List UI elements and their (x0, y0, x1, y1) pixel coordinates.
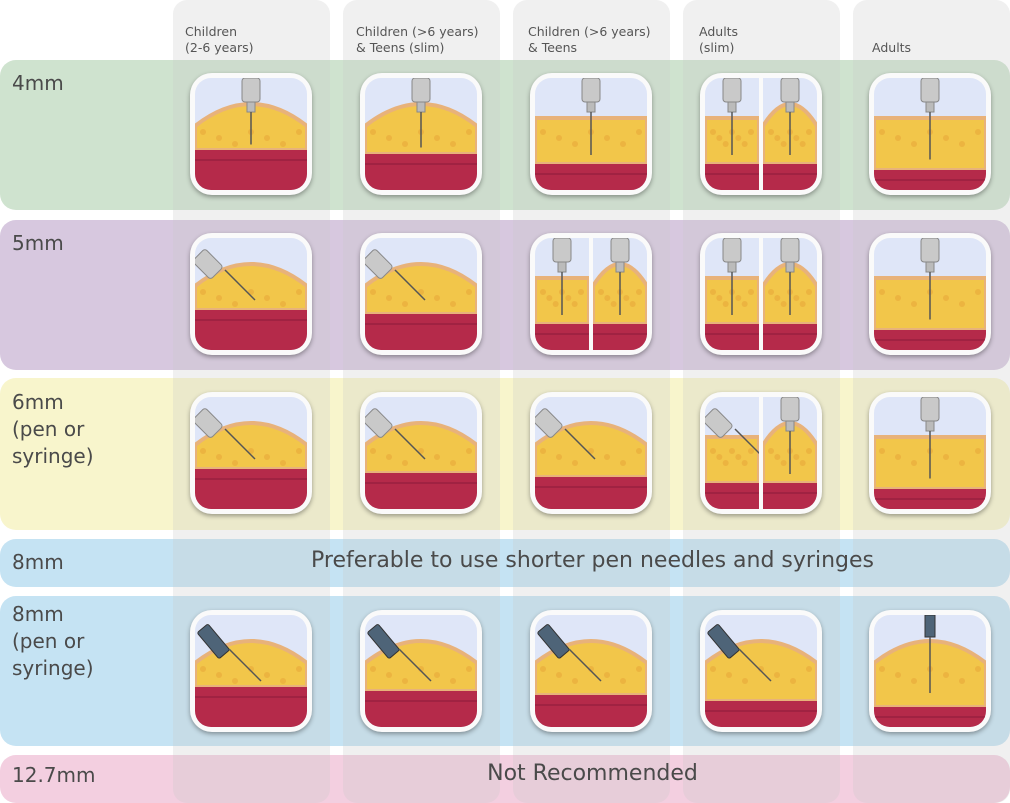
note-not-recommended: Not Recommended (487, 761, 698, 786)
column-header-children-teens-slim: Children (>6 years) & Teens (slim) (356, 24, 479, 55)
skin-layer-diagram (195, 615, 307, 727)
injection-illustration-5mm-col5 (869, 233, 991, 355)
row-band-8mm-note (0, 539, 1010, 587)
column-header-adults: Adults (872, 40, 912, 55)
row-band-12-7mm (0, 755, 1010, 803)
skin-layer-diagram (874, 238, 986, 350)
injection-illustration-5mm-col2 (360, 233, 482, 355)
skin-layer-diagram (874, 615, 986, 727)
skin-layer-diagram (365, 78, 477, 190)
skin-layer-diagram (535, 615, 647, 727)
injection-illustration-6mm-col5 (869, 392, 991, 514)
skin-layer-diagram (705, 397, 817, 509)
skin-layer-diagram (535, 397, 647, 509)
injection-illustration-8mm-col1 (190, 610, 312, 732)
row-band-5mm (0, 220, 1010, 370)
skin-layer-diagram (365, 615, 477, 727)
skin-layer-diagram (874, 397, 986, 509)
injection-illustration-8mm-col2 (360, 610, 482, 732)
column-header-children-2-6: Children (2-6 years) (185, 24, 254, 55)
injection-illustration-8mm-col5 (869, 610, 991, 732)
row-label-6mm: 6mm (pen or syringe) (12, 390, 94, 468)
row-band-6mm (0, 378, 1010, 530)
injection-illustration-8mm-col4 (700, 610, 822, 732)
row-band-4mm (0, 60, 1010, 210)
injection-illustration-4mm-col5 (869, 73, 991, 195)
skin-layer-diagram (365, 397, 477, 509)
injection-illustration-4mm-col1 (190, 73, 312, 195)
skin-layer-diagram (705, 615, 817, 727)
injection-illustration-6mm-col4 (700, 392, 822, 514)
injection-illustration-8mm-col3 (530, 610, 652, 732)
note-shorter-needles: Preferable to use shorter pen needles an… (311, 548, 874, 573)
injection-illustration-5mm-col1 (190, 233, 312, 355)
injection-illustration-5mm-col3 (530, 233, 652, 355)
skin-layer-diagram (705, 238, 817, 350)
skin-layer-diagram (195, 397, 307, 509)
skin-layer-diagram (705, 78, 817, 190)
injection-illustration-4mm-col3 (530, 73, 652, 195)
skin-layer-diagram (535, 238, 647, 350)
row-label-4mm: 4mm (12, 71, 64, 95)
column-header-children-teens: Children (>6 years) & Teens (528, 24, 651, 55)
row-band-8mm (0, 596, 1010, 746)
skin-layer-diagram (535, 78, 647, 190)
injection-illustration-6mm-col3 (530, 392, 652, 514)
row-label-8mm: 8mm (12, 550, 64, 574)
injection-illustration-5mm-col4 (700, 233, 822, 355)
row-label-8mm-pen-syringe: 8mm (pen or syringe) (12, 602, 94, 680)
row-label-12-7mm: 12.7mm (12, 763, 96, 787)
skin-layer-diagram (874, 78, 986, 190)
injection-illustration-6mm-col1 (190, 392, 312, 514)
row-label-5mm: 5mm (12, 231, 64, 255)
injection-illustration-6mm-col2 (360, 392, 482, 514)
column-header-adults-slim: Adults (slim) (699, 24, 739, 55)
injection-illustration-4mm-col4 (700, 73, 822, 195)
skin-layer-diagram (195, 238, 307, 350)
injection-illustration-4mm-col2 (360, 73, 482, 195)
skin-layer-diagram (365, 238, 477, 350)
skin-layer-diagram (195, 78, 307, 190)
